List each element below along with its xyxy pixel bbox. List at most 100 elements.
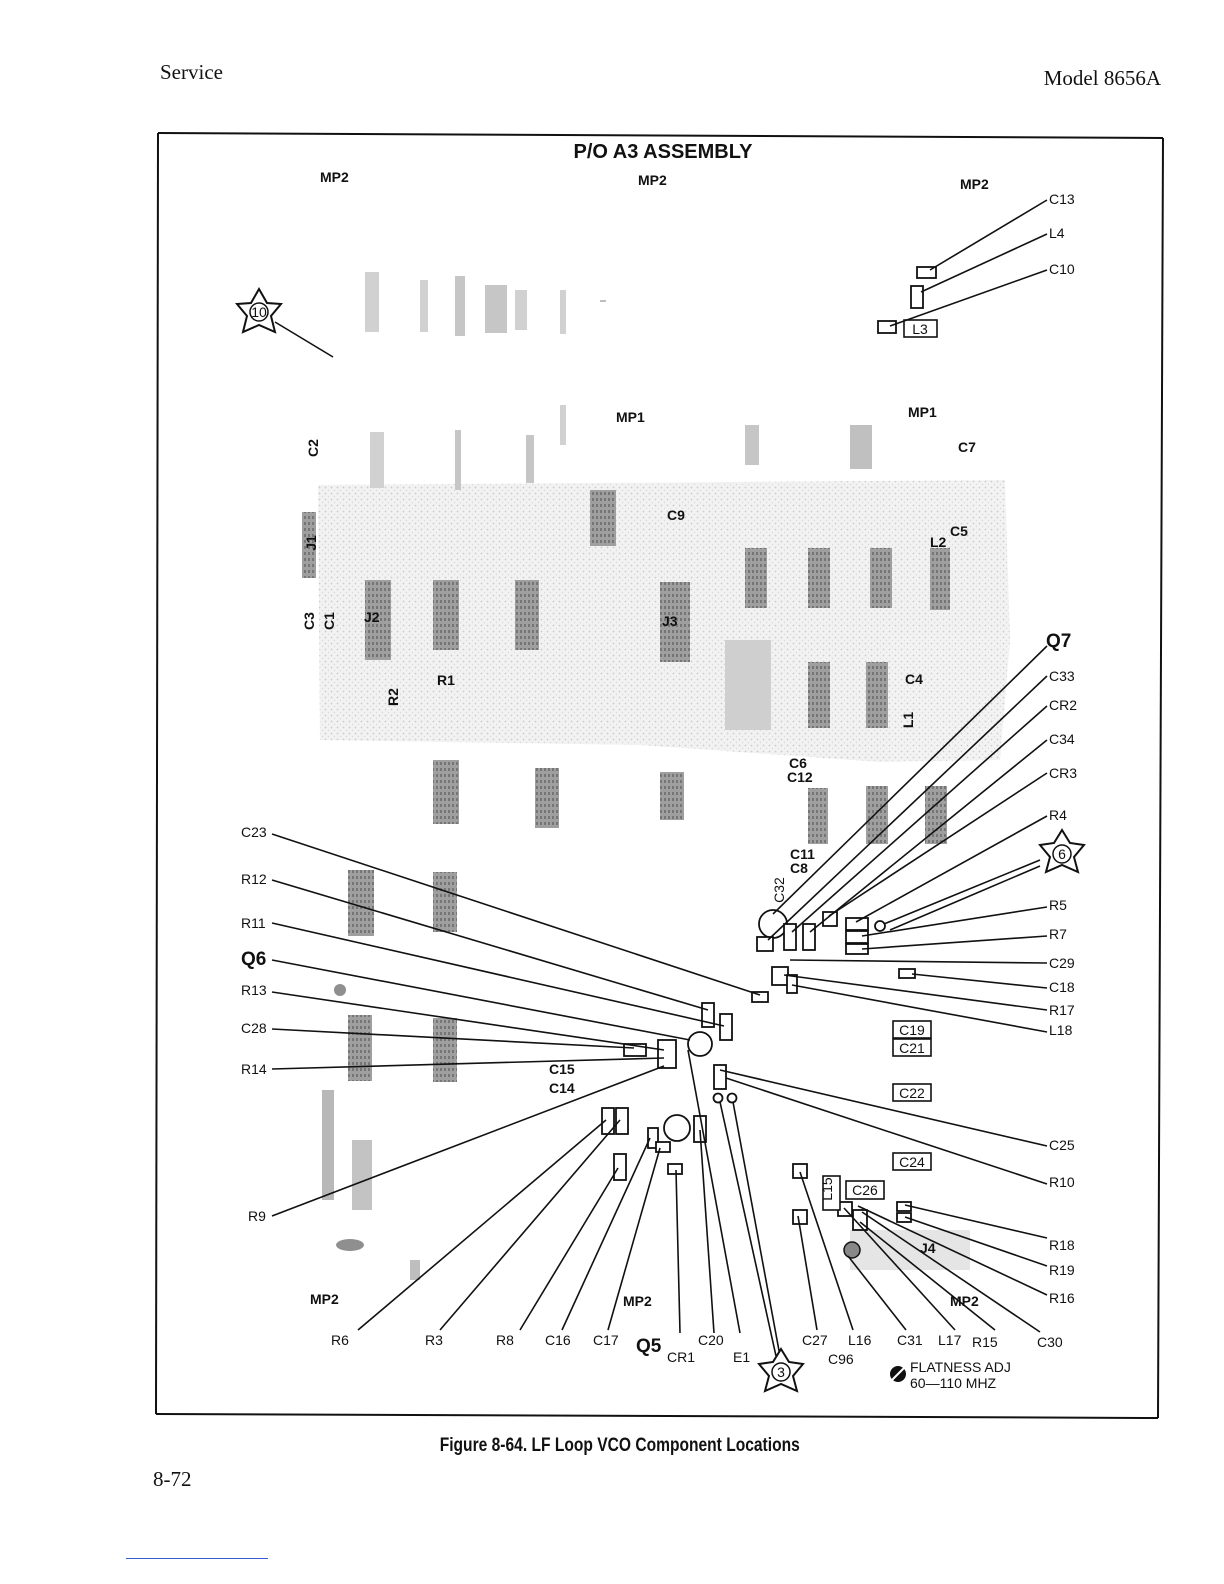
label-c3: C3	[301, 612, 317, 630]
boxed-label-c26: C26	[845, 1180, 885, 1200]
component-cr3-pad	[874, 920, 886, 932]
label-j2: J2	[364, 609, 380, 625]
callout-cr3: CR3	[1049, 765, 1077, 781]
component-c25	[713, 1064, 727, 1090]
callout-l16: L16	[848, 1332, 872, 1348]
boxed-label-l15: L15	[819, 1175, 841, 1211]
marker-star-6: 6	[1038, 828, 1086, 874]
label-mp1-left: MP1	[616, 409, 645, 425]
label-c8: C8	[790, 860, 808, 876]
label-c9: C9	[667, 507, 685, 523]
callout-c31: C31	[897, 1332, 923, 1348]
component-q6	[687, 1031, 713, 1057]
svg-text:L15: L15	[819, 1177, 835, 1201]
component-c16	[647, 1127, 659, 1149]
callout-c30: C30	[1037, 1334, 1063, 1350]
callout-q6: Q6	[241, 949, 266, 970]
marker-star-3: 3	[757, 1347, 805, 1393]
label-c5: C5	[950, 523, 968, 539]
label-c1: C1	[321, 612, 337, 630]
boxed-label-l3: L3	[903, 319, 938, 338]
callout-c23: C23	[241, 824, 267, 840]
svg-text:C22: C22	[899, 1085, 925, 1101]
flatness-adjustment-note: FLATNESS ADJ 60—110 MHZ	[890, 1359, 1011, 1391]
label-mp2-bottom-right: MP2	[950, 1293, 979, 1309]
label-r1: R1	[437, 672, 455, 688]
component-l18	[786, 974, 798, 994]
svg-text:C21: C21	[899, 1040, 925, 1056]
callout-r7: R7	[1049, 926, 1067, 942]
callout-c96: C96	[828, 1351, 854, 1367]
svg-text:C26: C26	[852, 1182, 878, 1198]
component-c31	[843, 1241, 861, 1259]
callout-c34: C34	[1049, 731, 1075, 747]
boxed-label-c21: C21	[892, 1038, 932, 1057]
svg-text:C19: C19	[899, 1022, 925, 1038]
callout-r12: R12	[241, 871, 267, 887]
callout-r15: R15	[972, 1334, 998, 1350]
callout-c17: C17	[593, 1332, 619, 1348]
component-c13	[916, 266, 937, 279]
callout-q7: Q7	[1046, 631, 1071, 652]
svg-text:6: 6	[1058, 846, 1066, 862]
component-l4	[910, 285, 924, 309]
figure-frame	[155, 132, 1164, 1419]
label-mp2-bottom-mid: MP2	[623, 1293, 652, 1309]
figure-title: P/O A3 ASSEMBLY	[574, 141, 754, 163]
callout-c18: C18	[1049, 979, 1075, 995]
label-c14: C14	[549, 1080, 575, 1096]
header-section-title: Service	[160, 60, 223, 84]
label-j4: J4	[920, 1240, 936, 1256]
svg-text:L3: L3	[912, 321, 928, 337]
label-j1: J1	[303, 535, 319, 551]
callout-r10: R10	[1049, 1174, 1075, 1190]
callout-c27: C27	[802, 1332, 828, 1348]
callout-cr2: CR2	[1049, 697, 1077, 713]
label-r2: R2	[385, 688, 401, 706]
callout-l17: L17	[938, 1332, 962, 1348]
callout-c20: C20	[698, 1332, 724, 1348]
label-c4: C4	[905, 671, 923, 687]
component-cr2	[783, 923, 797, 951]
label-mp2-bottom-left: MP2	[310, 1291, 339, 1307]
component-e1-pad	[712, 1092, 724, 1104]
component-c27	[792, 1163, 808, 1179]
callout-cr1: CR1	[667, 1349, 695, 1365]
component-r8	[613, 1153, 627, 1181]
component-c33	[756, 936, 774, 952]
callout-l18: L18	[1049, 1022, 1073, 1038]
callout-e1: E1	[733, 1349, 750, 1365]
label-c32: C32	[771, 877, 787, 903]
flatness-adj-label: FLATNESS ADJ	[910, 1359, 1011, 1375]
callout-c16: C16	[545, 1332, 571, 1348]
label-mp2-top-mid: MP2	[638, 172, 667, 188]
component-cr3	[822, 911, 838, 927]
component-c18	[898, 968, 916, 979]
marker-star-10: 10	[234, 286, 284, 334]
component-r19	[896, 1212, 912, 1223]
component-q7	[758, 909, 788, 939]
callout-c25: C25	[1049, 1137, 1075, 1153]
label-c11: C11	[790, 846, 815, 862]
callout-r13: R13	[241, 982, 267, 998]
label-c15: C15	[549, 1061, 575, 1077]
board-labels: MP2 MP2 MP2 MP1 MP1 C7 C2 C9 C5 L2 J1 C3…	[301, 169, 989, 1309]
svg-text:C24: C24	[899, 1154, 925, 1170]
callout-r11: R11	[241, 915, 266, 931]
callout-r9: R9	[248, 1208, 266, 1224]
component-cr1	[667, 1163, 683, 1175]
callout-c28: C28	[241, 1020, 267, 1036]
figure-caption: Figure 8-64. LF Loop VCO Component Locat…	[439, 1435, 800, 1456]
label-l1: L1	[900, 712, 916, 729]
header-model-name: Model 8656A	[1043, 66, 1161, 90]
callout-r19: R19	[1049, 1262, 1075, 1278]
page-number: 8-72	[153, 1467, 192, 1491]
component-r13	[657, 1039, 677, 1069]
boxed-label-c19: C19	[892, 1020, 932, 1039]
boxed-label-c22: C22	[892, 1083, 932, 1102]
component-c34	[802, 923, 816, 951]
label-l2: L2	[930, 534, 947, 550]
component-q5	[663, 1114, 691, 1142]
callout-r14: R14	[241, 1061, 267, 1077]
